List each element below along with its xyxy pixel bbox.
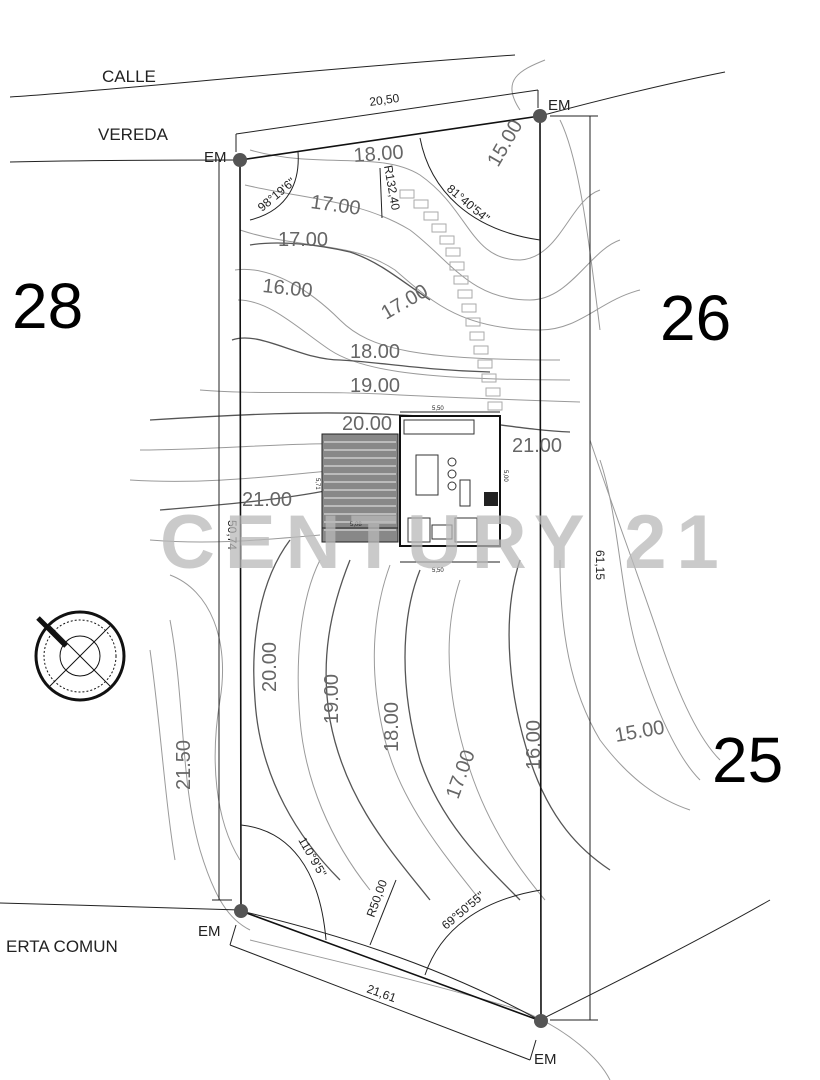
dimension-lines [212,89,598,1061]
contour-label: 17.00 [278,229,328,251]
contour-label: 17.00 [442,747,480,802]
stone-path [399,189,503,411]
building-dim-top: 5,50 [432,406,444,412]
street-label-vereda: VEREDA [98,125,169,144]
radius-bottom: R50,00 [364,878,391,919]
contour-label: 20.00 [342,413,392,435]
contour-label: 18.00 [381,702,403,752]
dim-back-width: 21,61 [365,982,398,1006]
radius-top: R132,40 [381,164,403,211]
lot-number-right-top: 26 [660,282,731,354]
contour-label: 21.00 [242,489,292,511]
angle-top-right: 81°40'54" [444,182,492,226]
contour-label: 19.00 [321,674,343,724]
dim-front-width: 20,50 [368,91,400,109]
dim-left-side: 50,74 [225,520,239,550]
contour-label: 15.00 [613,717,666,747]
dim-right-side: 61,15 [593,550,607,580]
building-dim-bottom: 5,50 [432,568,444,574]
marker-label: EM [198,923,221,940]
marker-label: EM [534,1051,557,1068]
street-lines [0,54,771,1021]
contour-label: 18.00 [350,341,400,363]
marker-label: EM [548,97,571,114]
contour-label: 17.00 [378,280,432,324]
contour-label: 21.00 [512,435,562,457]
contour-label: 18.00 [353,142,404,167]
street-label-bottom: ERTA COMUN [6,937,118,956]
contour-label: 19.00 [350,375,400,397]
contour-label: 20.00 [259,642,281,692]
house-footprint [321,411,501,563]
building-dim-side: 5,00 [502,470,508,482]
compass-icon [34,610,126,702]
survey-markers [233,109,548,1028]
angle-bottom-left: 110°9'5" [295,835,329,880]
contour-label: 16.00 [261,275,313,302]
contour-label: 21.50 [173,740,195,790]
contour-label: 17.00 [309,191,362,220]
deck-dim-width: 5,08 [350,522,362,528]
contour-label: 15.00 [483,116,527,170]
lot-number-right-bottom: 25 [712,724,783,796]
watermark: CENTURY 21 [160,500,729,585]
street-label-calle: CALLE [102,67,156,86]
deck-dim-height: 5,71 [314,478,320,490]
lot-number-left: 28 [12,270,83,342]
contour-lines [129,59,721,1080]
contour-label: 16.00 [523,720,545,770]
marker-label: EM [204,149,227,166]
